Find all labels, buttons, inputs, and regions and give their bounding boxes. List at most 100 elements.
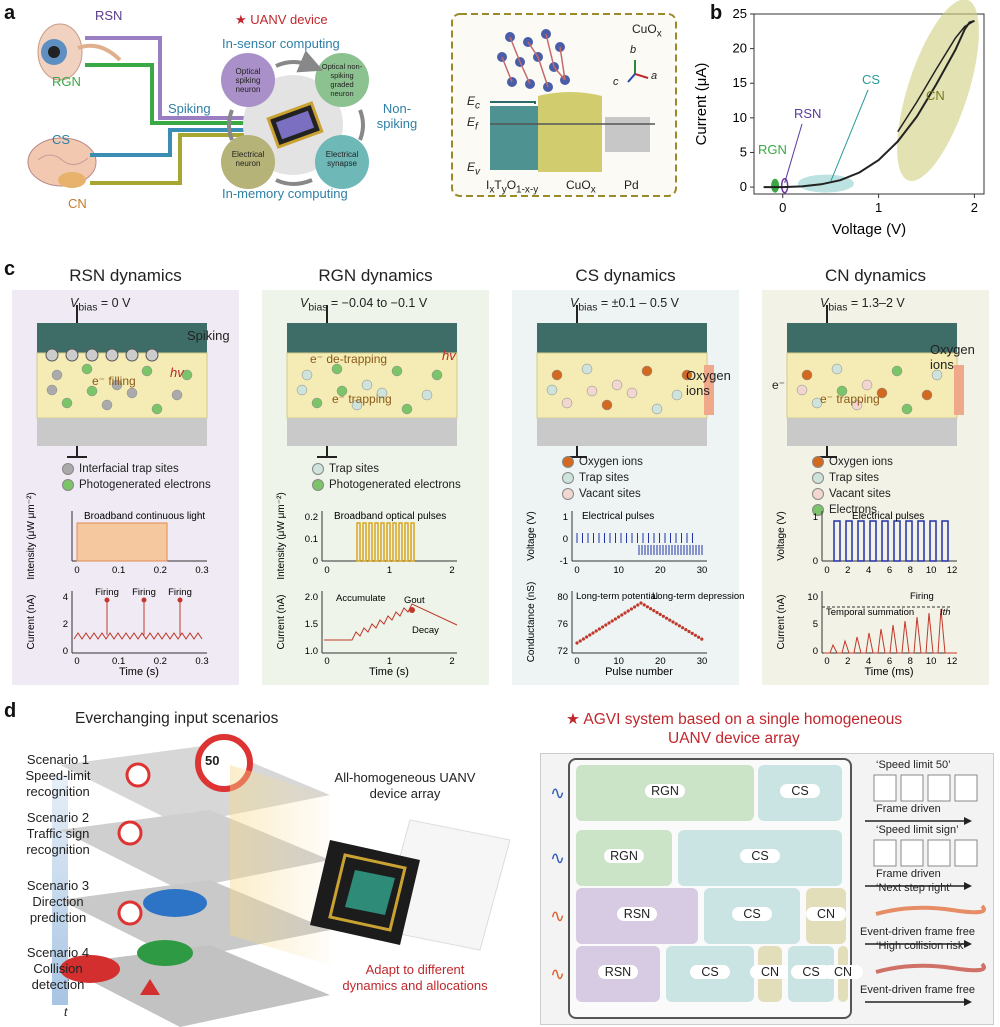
particle (51, 369, 63, 381)
particle (861, 379, 873, 391)
row-3-mode: Event-driven frame free (860, 926, 975, 938)
band-ec: Ec (467, 94, 480, 111)
x-tick-label: 2 (845, 656, 850, 667)
data-point (594, 629, 598, 633)
x-tick-label: 12 (947, 565, 958, 576)
spiking-label: Spiking (168, 101, 211, 116)
rsn-pointer (784, 123, 803, 184)
legend-item: Oxygen ions (562, 454, 643, 470)
pulse (833, 520, 841, 562)
particle (46, 384, 58, 396)
legend-item: Trap sites (562, 470, 643, 486)
data-point (604, 623, 608, 627)
particle (876, 387, 888, 399)
rsn-region (780, 177, 789, 194)
vbias-sub: bias (308, 302, 328, 314)
y-tick-label: 0 (813, 556, 818, 567)
hv-label: hv (442, 348, 456, 363)
iv-curve-return (897, 20, 975, 133)
wave2-ylabel: Current (nA) (776, 594, 787, 649)
frame (900, 839, 924, 867)
x-tick-label: 12 (947, 656, 958, 667)
hv-label: hv (170, 365, 184, 380)
data-point (655, 610, 659, 615)
frame (954, 839, 978, 867)
x-tick-label: 0.1 (112, 565, 125, 576)
y-tick-label: 15 (733, 75, 747, 90)
data-point (658, 612, 662, 616)
legend-swatch (812, 456, 824, 468)
wave1-caption: Broadband optical pulses (334, 511, 446, 522)
panel-label-b: b (710, 2, 723, 24)
legend-swatch (562, 472, 574, 484)
x-tick-label: 8 (908, 565, 913, 576)
frame (954, 774, 978, 802)
trap-label: e⁻ trapping (820, 392, 880, 406)
vbias-value: = 0 V (97, 296, 131, 310)
spike-dot (177, 597, 183, 603)
scenario-3-line1: Scenario 3 (26, 878, 90, 893)
layer-l1: I (486, 178, 490, 192)
pulse (392, 522, 397, 562)
legend-text: Oxygen ions (579, 456, 643, 468)
legend-item: Trap sites (812, 470, 893, 486)
brain-icon (27, 137, 97, 188)
legend-text: Photogenerated electrons (79, 479, 211, 491)
data-point (697, 635, 701, 639)
data-point (633, 605, 637, 609)
cn-label-chart: CN (926, 88, 945, 103)
x-tick-label: 0 (574, 656, 579, 667)
particle (851, 399, 863, 411)
band-ec-sub: c (475, 100, 481, 112)
vbias-symbol: V (820, 296, 829, 310)
legend-item: Trap sites (312, 461, 461, 477)
legend-swatch (62, 463, 74, 475)
axis-a: a (651, 70, 658, 82)
layer-l1c: O (506, 178, 517, 192)
rgn-label-chart: RGN (758, 142, 787, 157)
array-label-2: device array (369, 786, 441, 801)
wave1-caption: Electrical pulses (852, 511, 924, 522)
data-point (623, 611, 627, 615)
x-tick-label: 6 (887, 565, 892, 576)
data-point (601, 625, 605, 629)
pulse (356, 522, 361, 562)
particle (546, 384, 558, 396)
particle (611, 379, 623, 391)
data-point (642, 603, 646, 607)
data-point (578, 639, 582, 643)
trap-site (145, 348, 159, 362)
pulse (917, 520, 925, 562)
scenario-illustration (52, 734, 330, 1027)
in-sensor-label: In-sensor computing (222, 36, 340, 51)
legend-swatch (812, 488, 824, 500)
pulse (410, 522, 415, 562)
panel-c-3-vbias: Vbias = 1.3–2 V (820, 296, 905, 314)
particle (401, 403, 413, 415)
oxygen-label: Oxygen ions (686, 368, 731, 398)
legend-item: Electrons (812, 502, 893, 518)
adapt-label-1: Adapt to different (365, 962, 465, 977)
node-ong: Optical non-spiking graded neuron (321, 62, 363, 98)
panel-c-1-title: RGN dynamics (318, 266, 433, 285)
x-tick-label: 10 (613, 656, 624, 667)
top-electrode (537, 323, 707, 353)
x-tick-label: 0 (824, 565, 829, 576)
x-tick-label: 1 (387, 565, 392, 576)
x-tick-label: 8 (908, 656, 913, 667)
layer-pd: Pd (624, 178, 639, 192)
scenario-4-line2: Collision (33, 961, 83, 976)
bottom-electrode (537, 418, 707, 446)
data-point (588, 633, 592, 637)
filling-label: e⁻ filling (92, 374, 136, 388)
wave2-xlabel: Time (ms) (864, 666, 913, 678)
y-tick-label: 80 (557, 592, 568, 603)
y-tick-label: 10 (733, 110, 747, 125)
y-tick-label: 1 (813, 512, 818, 523)
